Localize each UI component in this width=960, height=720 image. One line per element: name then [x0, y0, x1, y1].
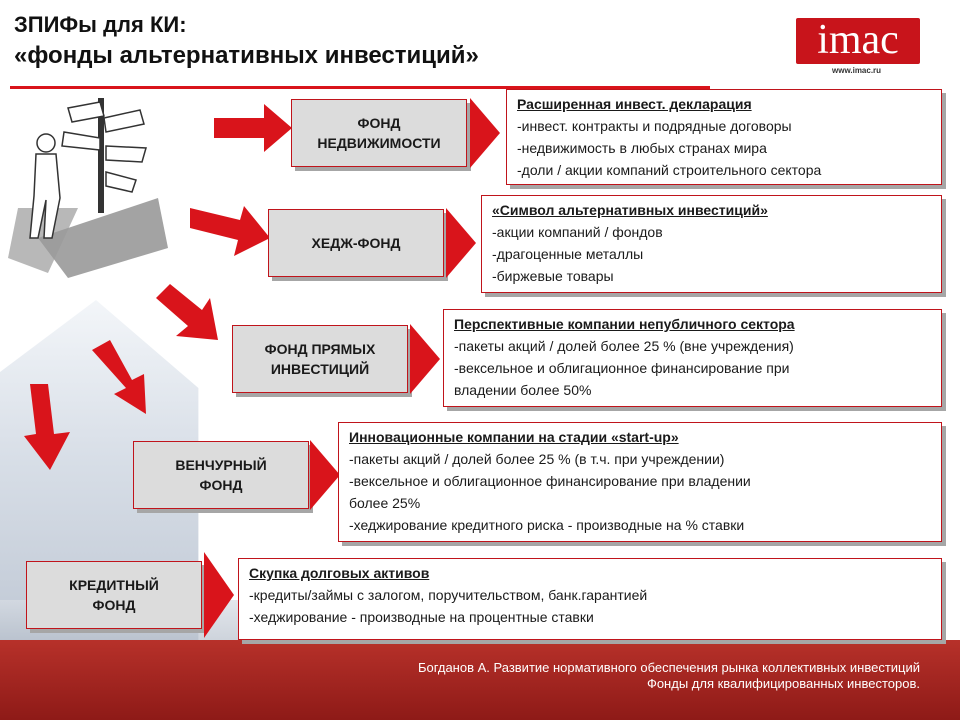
- title-underline: [10, 86, 710, 89]
- desc-item: -хеджирование кредитного риска - произво…: [349, 517, 745, 533]
- fund-box-private-equity: ФОНД ПРЯМЫХ ИНВЕСТИЦИЙ: [232, 325, 408, 393]
- desc-heading: Перспективные компании непубличного сект…: [454, 316, 795, 332]
- fund-name-line-1: ВЕНЧУРНЫЙ: [175, 457, 267, 473]
- title-line-2: «фонды альтернативных инвестиций»: [14, 42, 479, 69]
- footer-text: Богданов А. Развитие нормативного обеспе…: [280, 660, 920, 692]
- desc-box-venture: Инновационные компании на стадии «start-…: [338, 422, 942, 542]
- fund-box-credit: КРЕДИТНЫЙ ФОНД: [26, 561, 202, 629]
- desc-item: -вексельное и облигационное финансирован…: [454, 360, 790, 376]
- fund-name-line-1: ФОНД ПРЯМЫХ: [264, 341, 376, 357]
- desc-item: -акции компаний / фондов: [492, 224, 663, 240]
- desc-item: -инвест. контракты и подрядные договоры: [517, 118, 792, 134]
- footer-band: [0, 640, 960, 720]
- desc-item: более 25%: [349, 495, 421, 511]
- logo-url: www.imac.ru: [832, 66, 882, 75]
- signpost-figure-icon: [8, 98, 168, 278]
- chevron-right-icon: [310, 440, 340, 510]
- chevron-right-icon: [470, 98, 500, 168]
- desc-item: -пакеты акций / долей более 25 % (вне уч…: [454, 338, 794, 354]
- footer-line-1: Богданов А. Развитие нормативного обеспе…: [417, 660, 920, 675]
- desc-item: -пакеты акций / долей более 25 % (в т.ч.…: [349, 451, 725, 467]
- desc-heading: Инновационные компании на стадии «start-…: [349, 429, 679, 445]
- desc-item: -доли / акции компаний строительного сек…: [517, 162, 822, 178]
- arrow-down-right-icon: [156, 284, 218, 340]
- footer-line-2: Фонды для квалифицированных инвесторов.: [646, 676, 920, 691]
- fund-name-line-2: ФОНД: [92, 597, 136, 613]
- title-line-1: ЗПИФы для КИ:: [14, 12, 187, 37]
- desc-box-hedge: «Символ альтернативных инвестиций» -акци…: [481, 195, 942, 293]
- chevron-right-icon: [410, 324, 440, 394]
- chevron-right-icon: [446, 208, 476, 278]
- desc-heading: Расширенная инвест. декларация: [517, 96, 752, 112]
- desc-item: -хеджирование - производные на процентны…: [249, 609, 594, 625]
- desc-item: -вексельное и облигационное финансирован…: [349, 473, 751, 489]
- arrow-down-icon: [24, 384, 70, 470]
- desc-box-real-estate: Расширенная инвест. декларация -инвест. …: [506, 89, 942, 185]
- arrow-down-right-icon: [92, 340, 146, 414]
- desc-item: владении более 50%: [454, 382, 592, 398]
- desc-item: -кредиты/займы с залогом, поручительство…: [249, 587, 648, 603]
- fund-name-line-1: КРЕДИТНЫЙ: [69, 577, 159, 593]
- desc-item: -недвижимость в любых странах мира: [517, 140, 767, 156]
- imac-logo: imac: [796, 18, 920, 64]
- fund-box-hedge: ХЕДЖ-ФОНД: [268, 209, 444, 277]
- slide-title: ЗПИФы для КИ: «фонды альтернативных инве…: [14, 10, 654, 72]
- fund-box-venture: ВЕНЧУРНЫЙ ФОНД: [133, 441, 309, 509]
- desc-heading: Скупка долговых активов: [249, 565, 430, 581]
- arrow-right-icon: [190, 206, 270, 256]
- desc-box-private-equity: Перспективные компании непубличного сект…: [443, 309, 942, 407]
- fund-name-line-1: ФОНД: [357, 115, 401, 131]
- fund-box-real-estate: ФОНД НЕДВИЖИМОСТИ: [291, 99, 467, 167]
- desc-heading: «Символ альтернативных инвестиций»: [492, 202, 768, 218]
- desc-box-credit: Скупка долговых активов -кредиты/займы с…: [238, 558, 942, 640]
- desc-item: -драгоценные металлы: [492, 246, 644, 262]
- fund-name-line-1: ХЕДЖ-ФОНД: [311, 235, 401, 251]
- fund-name-line-2: ФОНД: [199, 477, 243, 493]
- arrow-right-icon: [214, 104, 292, 152]
- fund-name-line-2: НЕДВИЖИМОСТИ: [317, 135, 441, 151]
- chevron-right-icon: [204, 552, 234, 638]
- fund-name-line-2: ИНВЕСТИЦИЙ: [270, 361, 370, 377]
- desc-item: -биржевые товары: [492, 268, 614, 284]
